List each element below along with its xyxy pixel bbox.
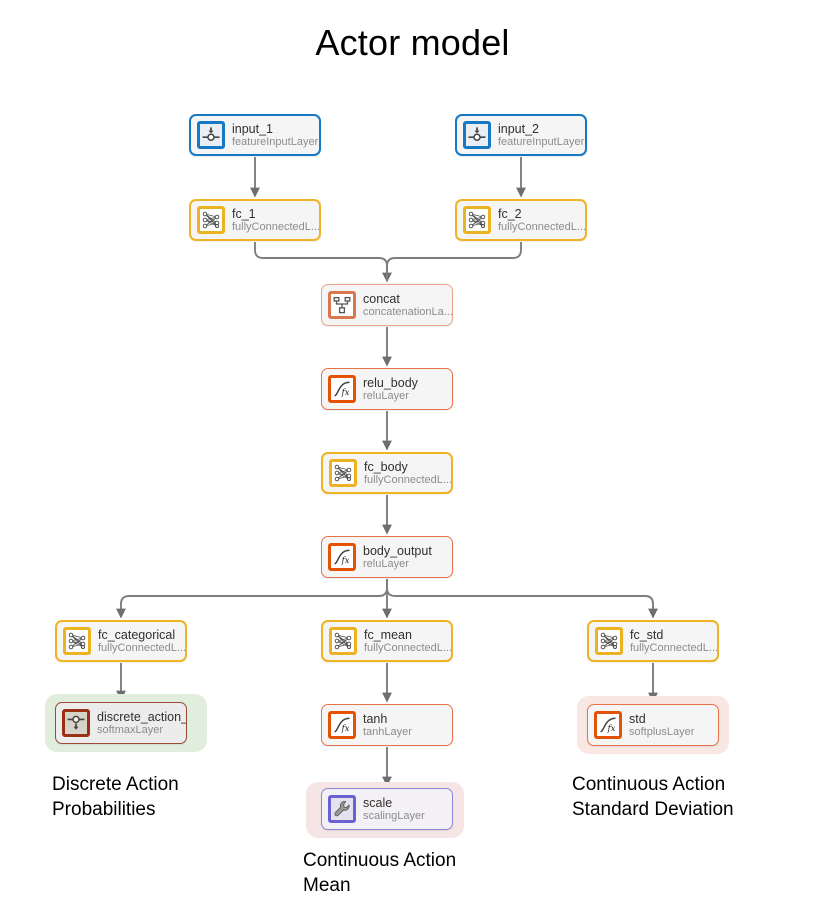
node-name: fc_categorical xyxy=(98,627,176,642)
input-layer-icon xyxy=(463,121,491,149)
node-name: fc_std xyxy=(630,627,664,642)
fully-connected-icon xyxy=(63,627,91,655)
node-type: softplusLayer xyxy=(629,725,695,738)
activation-fx-icon: fx xyxy=(328,375,356,403)
node-type: fullyConnectedL... xyxy=(498,220,585,233)
node-name: fc_body xyxy=(364,459,408,474)
node-type: scalingLayer xyxy=(363,809,425,822)
node-name: body_output xyxy=(363,543,432,558)
node-type: fullyConnectedL... xyxy=(98,641,185,654)
output-layer-icon xyxy=(62,709,90,737)
node-name: concat xyxy=(363,291,400,306)
concatenation-icon xyxy=(328,291,356,319)
node-type: tanhLayer xyxy=(363,725,412,738)
activation-fx-icon: fx xyxy=(328,711,356,739)
activation-fx-icon: fx xyxy=(594,711,622,739)
node-type: featureInputLayer xyxy=(232,135,319,148)
node-type: fullyConnectedL... xyxy=(232,220,319,233)
fully-connected-icon xyxy=(463,206,491,234)
caption-discrete: Discrete Action Probabilities xyxy=(52,774,179,821)
input-layer-icon xyxy=(197,121,225,149)
svg-text:fx: fx xyxy=(607,724,616,734)
svg-text:fx: fx xyxy=(341,556,350,566)
node-name: discrete_action_p xyxy=(97,709,186,724)
node-name: input_2 xyxy=(498,121,540,136)
node-name: scale xyxy=(363,795,393,810)
node-type: concatenationLa... xyxy=(363,305,452,318)
fully-connected-icon xyxy=(197,206,225,234)
node-name: tanh xyxy=(363,711,388,726)
node-name: input_1 xyxy=(232,121,274,136)
node-type: fullyConnectedL... xyxy=(364,641,451,654)
node-name: fc_2 xyxy=(498,206,522,221)
caption-continuous-std: Continuous Action Standard Deviation xyxy=(572,774,734,821)
scaling-wrench-icon xyxy=(328,795,356,823)
node-type: fullyConnectedL... xyxy=(630,641,717,654)
fully-connected-icon xyxy=(329,627,357,655)
node-type: fullyConnectedL... xyxy=(364,473,451,486)
node-name: fc_1 xyxy=(232,206,256,221)
node-name: std xyxy=(629,711,646,726)
node-type: reluLayer xyxy=(363,389,409,402)
page-title: Actor model xyxy=(315,22,510,63)
node-name: relu_body xyxy=(363,375,418,390)
node-type: reluLayer xyxy=(363,557,409,570)
node-type: softmaxLayer xyxy=(97,723,164,736)
svg-text:fx: fx xyxy=(341,724,350,734)
activation-fx-icon: fx xyxy=(328,543,356,571)
node-name: fc_mean xyxy=(364,627,412,642)
fully-connected-icon xyxy=(329,459,357,487)
node-type: featureInputLayer xyxy=(498,135,585,148)
caption-continuous-mean: Continuous Action Mean xyxy=(303,850,457,897)
svg-text:fx: fx xyxy=(341,388,350,398)
fully-connected-icon xyxy=(595,627,623,655)
